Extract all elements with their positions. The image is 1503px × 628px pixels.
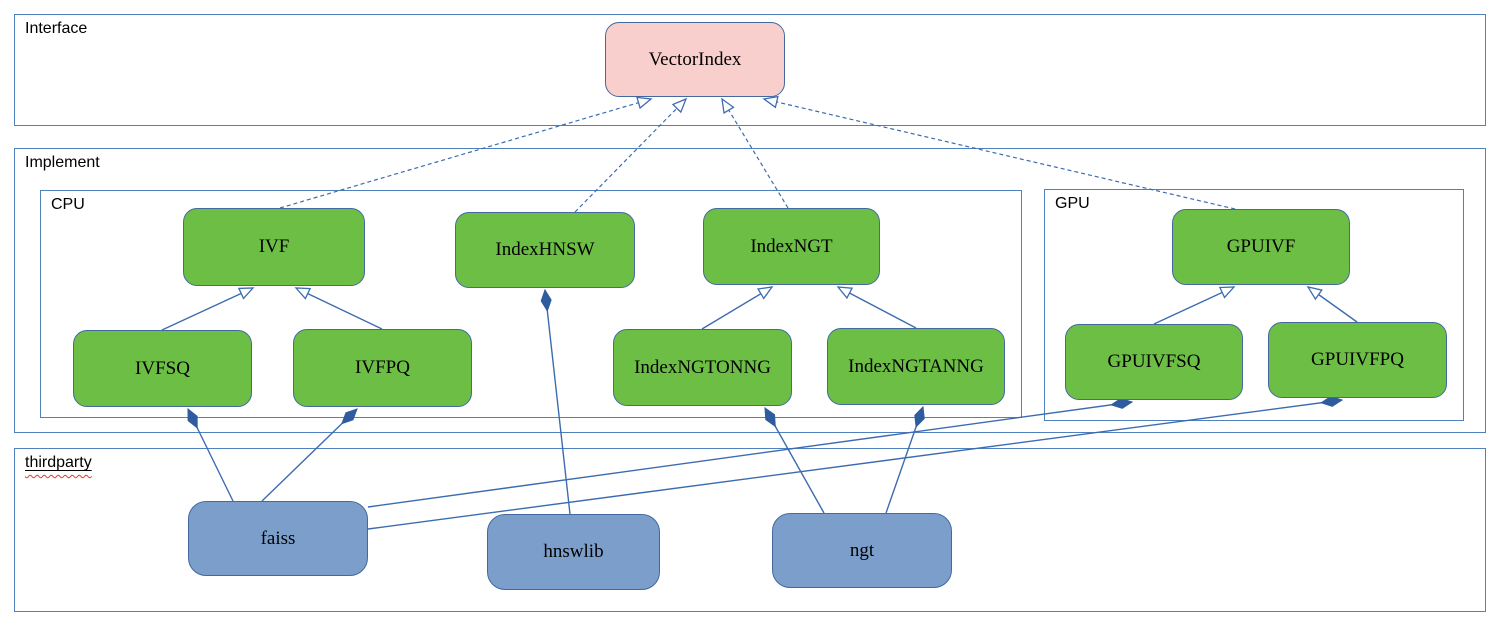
node-gpuivfsq-label: GPUIVFSQ <box>1107 351 1201 372</box>
node-indexngtonng[interactable]: IndexNGTONNG <box>613 329 792 406</box>
node-vectorindex-label: VectorIndex <box>648 48 742 70</box>
node-ivfpq[interactable]: IVFPQ <box>293 329 472 407</box>
node-hnswlib[interactable]: hnswlib <box>487 514 660 590</box>
node-gpuivfpq-label: GPUIVFPQ <box>1311 349 1404 370</box>
container-cpu-label: CPU <box>51 196 85 213</box>
node-indexngt-label: IndexNGT <box>750 235 833 257</box>
container-interface-label: Interface <box>25 20 88 37</box>
node-gpuivf-label: GPUIVF <box>1226 236 1296 257</box>
container-gpu-label: GPU <box>1055 195 1090 212</box>
node-gpuivfpq[interactable]: GPUIVFPQ <box>1268 322 1447 398</box>
node-ngt[interactable]: ngt <box>772 513 952 588</box>
node-ivfsq-label: IVFSQ <box>135 357 190 379</box>
node-gpuivfsq[interactable]: GPUIVFSQ <box>1065 324 1243 400</box>
container-thirdparty-label: thirdparty <box>25 454 92 471</box>
node-hnswlib-label: hnswlib <box>543 541 604 562</box>
node-indexngtanng[interactable]: IndexNGTANNG <box>827 328 1005 405</box>
node-faiss[interactable]: faiss <box>188 501 368 576</box>
container-implement-label: Implement <box>25 154 100 171</box>
node-indexhnsw[interactable]: IndexHNSW <box>455 212 635 288</box>
node-vectorindex[interactable]: VectorIndex <box>605 22 785 97</box>
node-indexngtanng-label: IndexNGTANNG <box>848 355 984 377</box>
node-faiss-label: faiss <box>260 527 296 549</box>
node-ngt-label: ngt <box>849 539 875 561</box>
node-ivf-label: IVF <box>258 236 290 257</box>
node-ivfpq-label: IVFPQ <box>355 357 410 378</box>
node-gpuivf[interactable]: GPUIVF <box>1172 209 1350 285</box>
node-indexngt[interactable]: IndexNGT <box>703 208 880 285</box>
node-ivfsq[interactable]: IVFSQ <box>73 330 252 407</box>
node-indexhnsw-label: IndexHNSW <box>495 239 595 260</box>
node-ivf[interactable]: IVF <box>183 208 365 286</box>
node-indexngtonng-label: IndexNGTONNG <box>634 356 771 378</box>
